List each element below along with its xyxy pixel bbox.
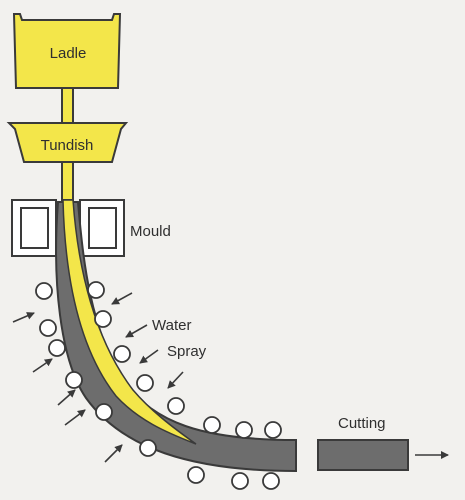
roller (231, 472, 249, 490)
roller (203, 416, 221, 434)
spray-label: Spray (167, 343, 207, 360)
spray-arrow (111, 292, 133, 305)
spray-arrow (32, 358, 53, 373)
roller (262, 472, 280, 490)
spray-arrow (64, 409, 86, 426)
tundish-label: Tundish (41, 137, 94, 154)
spray-arrow (104, 444, 123, 463)
roller (187, 466, 205, 484)
roller (48, 339, 66, 357)
roller (139, 439, 157, 457)
liquid-core (62, 199, 197, 445)
ladle: Ladle (12, 13, 122, 89)
roller (65, 371, 83, 389)
spray-arrow (12, 312, 35, 323)
rollers (35, 281, 282, 490)
roller (35, 282, 53, 300)
roller (264, 421, 282, 439)
tundish-nozzle (61, 161, 74, 201)
roller (94, 310, 112, 328)
spray-arrow (57, 389, 76, 406)
ladle-nozzle (61, 87, 74, 124)
roller (39, 319, 57, 337)
water-label: Water (152, 317, 191, 334)
spray-arrow (125, 324, 148, 338)
roller (235, 421, 253, 439)
roller (87, 281, 105, 299)
cut-slab: Cutting (317, 415, 449, 471)
mould: Mould (11, 199, 171, 257)
tundish: Tundish (6, 122, 129, 163)
cutting-label: Cutting (338, 415, 386, 432)
ladle-label: Ladle (50, 45, 87, 62)
roller (136, 374, 154, 392)
roller (113, 345, 131, 363)
mould-label: Mould (130, 223, 171, 240)
spray-arrow (167, 371, 184, 389)
roller (167, 397, 185, 415)
spray-arrow (139, 349, 159, 364)
roller (95, 403, 113, 421)
water-spray-arrows (12, 292, 184, 463)
